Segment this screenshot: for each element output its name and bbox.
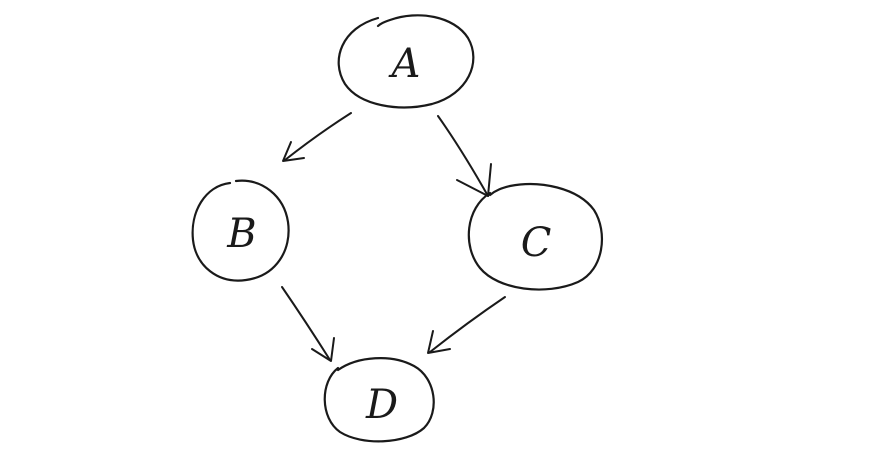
node-b-label: B [226, 211, 256, 257]
node-a: A [337, 14, 475, 109]
node-d-outline [323, 357, 435, 443]
edge-c-to-d [427, 296, 506, 354]
node-c: C [467, 182, 604, 291]
edge-a-to-c [437, 115, 492, 197]
node-d-label: D [365, 382, 398, 428]
node-b-outline [191, 179, 290, 282]
node-a-label: A [388, 41, 421, 87]
node-a-outline [337, 14, 475, 109]
node-b: B [191, 179, 290, 282]
node-c-label: C [521, 220, 552, 266]
edge-b-to-d [281, 286, 335, 362]
node-c-outline [467, 182, 604, 291]
node-d: D [323, 357, 435, 443]
edge-a-to-b [282, 112, 352, 162]
